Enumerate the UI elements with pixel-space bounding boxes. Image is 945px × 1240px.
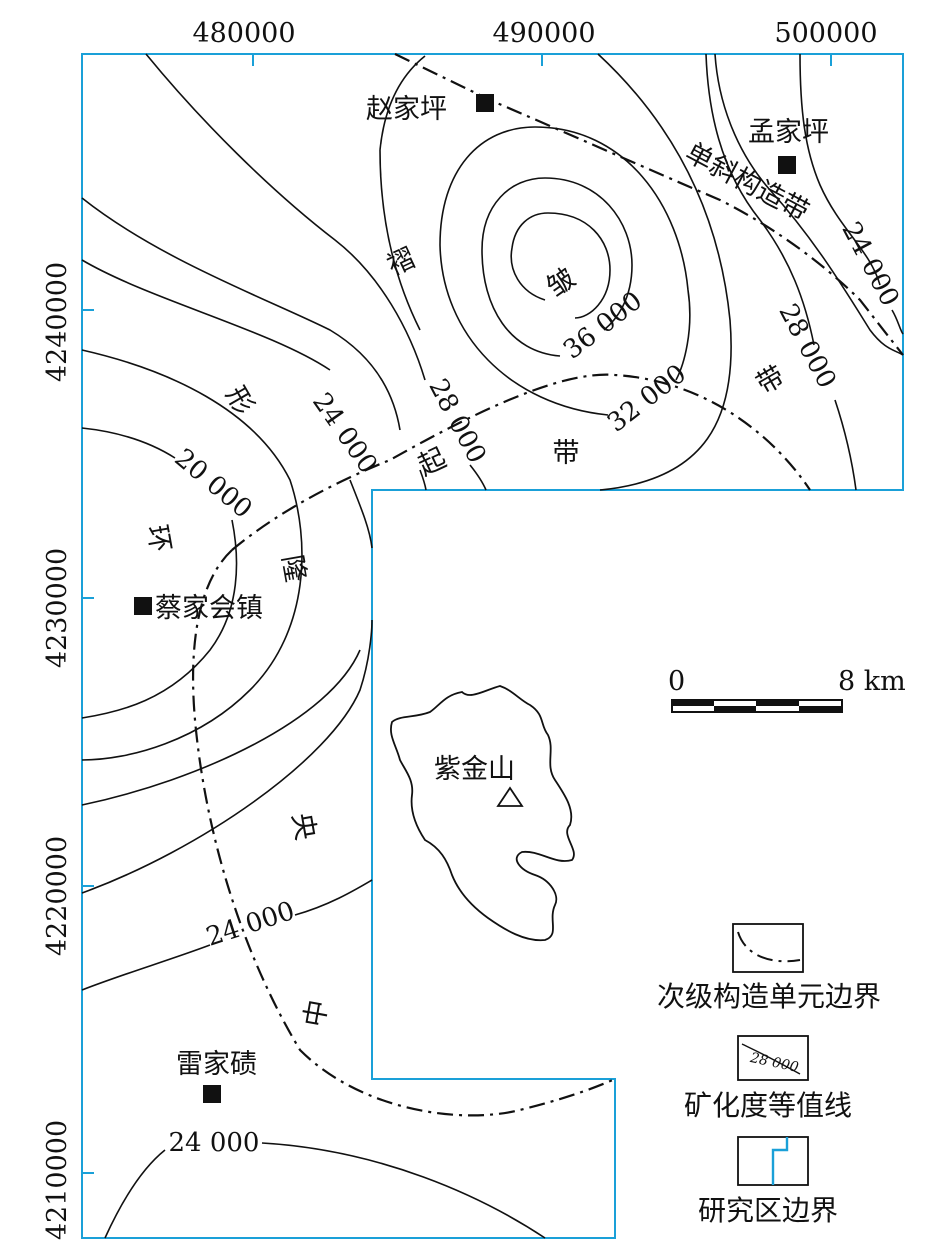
legend-contour-label: 矿化度等值线	[684, 1089, 852, 1122]
contour-line-west-outer	[81, 649, 361, 806]
belt-char: 褶	[383, 243, 421, 283]
x-tick-label: 500000	[774, 18, 877, 49]
contour-label: 20 000	[169, 443, 258, 524]
legend: 次级构造单元边界 28 000 矿化度等值线 研究区边界	[657, 923, 881, 1227]
study-area-boundary	[81, 53, 904, 1239]
contour-line-inner	[510, 212, 611, 319]
y-tick-label: 4240000	[42, 262, 73, 382]
belt-char: 隆	[276, 553, 311, 585]
contour-line-24000-ring	[81, 349, 303, 761]
town-marker-icon	[778, 156, 796, 174]
contour-label: 24 000	[203, 896, 299, 953]
belt-char: 央	[286, 811, 321, 843]
town-marker-icon	[134, 597, 152, 615]
contour-line-24000-sw	[81, 619, 373, 894]
contour-line-32000	[439, 126, 691, 416]
contour-label: 24 000	[169, 1128, 260, 1158]
town-marker-icon	[476, 94, 494, 112]
belt-char: 起	[414, 443, 452, 483]
belt-char: 皱	[541, 263, 581, 304]
contour-line-24000-west	[81, 197, 427, 491]
contour-line-ne	[799, 53, 904, 335]
x-tick-label: 480000	[192, 18, 295, 49]
place-caijiahui: 蔡家会镇	[155, 593, 263, 624]
town-marker-icon	[203, 1085, 221, 1103]
contour-line-28000-west	[145, 53, 487, 491]
contour-line-28000-east	[379, 53, 732, 491]
contour-lines	[81, 53, 904, 1239]
structural-boundaries	[192, 53, 904, 1117]
contour-line-east-edge	[714, 53, 904, 356]
belt-char: 带	[553, 438, 580, 469]
belt-char: 形	[219, 381, 259, 420]
contour-line-36000	[481, 177, 633, 357]
contour-line-24000-mid	[81, 259, 373, 549]
x-tick-label: 490000	[492, 18, 595, 49]
belt-char: 环	[141, 523, 176, 555]
y-tick-label: 4220000	[42, 836, 73, 956]
place-mengjiaping: 孟家坪	[748, 117, 829, 148]
boundary-fold-uplift	[231, 373, 811, 551]
contour-label: 24 000	[306, 388, 383, 480]
boundary-fold-monocline	[394, 53, 904, 356]
place-zijinshan: 紫金山	[434, 754, 515, 785]
contour-label: 24 000	[835, 217, 904, 311]
contour-label: 32 000	[602, 359, 692, 439]
contour-line-24000-bottom	[104, 1142, 546, 1239]
y-tick-label: 4230000	[42, 548, 73, 668]
legend-study-area-label: 研究区边界	[698, 1194, 838, 1227]
belt-char: 中	[299, 998, 334, 1030]
contour-line-far-east	[705, 53, 857, 491]
scale-start-label: 0	[668, 666, 685, 697]
axis-ticks	[82, 54, 832, 1174]
summit-triangle-icon	[496, 786, 524, 807]
scale-bar: 0 8 km	[668, 666, 906, 713]
contour-line-24000-south	[81, 879, 373, 991]
y-tick-label: 4210000	[42, 1120, 73, 1240]
legend-boundary-swatch	[732, 923, 804, 973]
boundary-uplift-central	[192, 549, 616, 1117]
scale-end-label: 8 km	[838, 666, 906, 697]
legend-boundary-label: 次级构造单元边界	[657, 980, 881, 1013]
zijinshan-outline	[390, 685, 575, 942]
place-leijiaqi: 雷家碛	[176, 1049, 257, 1080]
contour-line-20000	[81, 427, 238, 719]
belt-char: 带	[751, 360, 790, 400]
place-zhaojiaping: 赵家坪	[366, 94, 447, 125]
